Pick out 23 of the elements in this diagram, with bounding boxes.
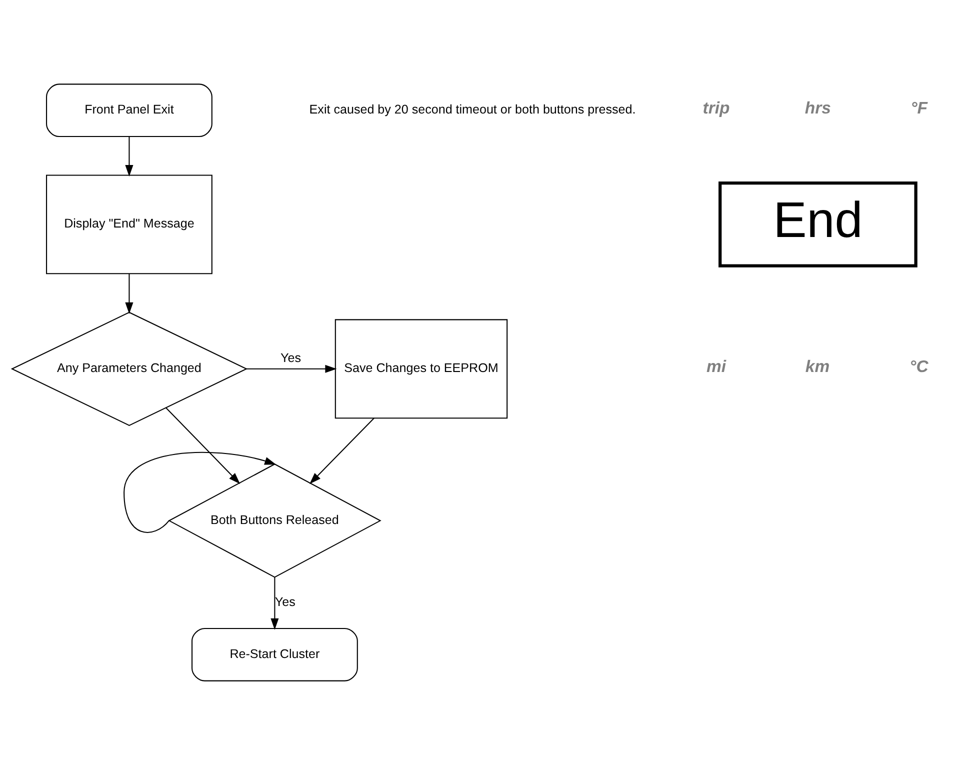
node-diamond: Any Parameters Changed (10, 311, 248, 426)
label: km (805, 356, 830, 376)
arrow (125, 136, 134, 176)
label: °F (910, 98, 928, 117)
arrow (125, 273, 134, 314)
node-box: Display "End" Message (46, 174, 212, 274)
arrow (310, 417, 374, 484)
edge-label: Yes (274, 594, 296, 609)
arrow (270, 576, 279, 630)
node-box: End (718, 181, 918, 267)
node-diamond: Both Buttons Released (168, 463, 382, 578)
node-box: Re-Start Cluster (192, 627, 358, 681)
label: °C (910, 356, 928, 376)
arrow (246, 364, 337, 372)
label: mi (706, 356, 726, 376)
label: Exit caused by 20 second timeout or both buttons pressed. (309, 102, 636, 116)
label: trip (702, 98, 730, 117)
node-box: Front Panel Exit (46, 83, 212, 137)
arrow (124, 451, 276, 532)
arrow (166, 406, 240, 484)
label: hrs (804, 98, 831, 117)
edge-label: Yes (280, 350, 302, 365)
node-box: Save Changes to EEPROM (334, 318, 508, 418)
